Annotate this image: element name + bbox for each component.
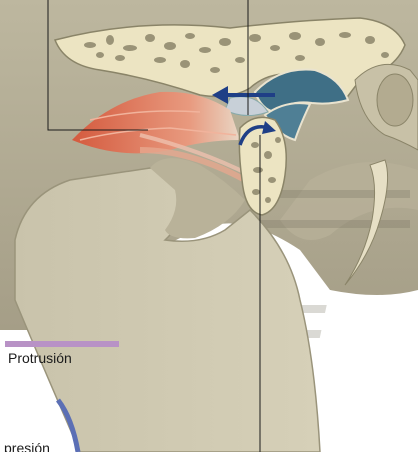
protrusion-bar (5, 341, 119, 347)
protrusion-label: Protrusión (8, 350, 72, 366)
ear-canal (377, 74, 413, 126)
depresion-label: presión (4, 440, 50, 452)
